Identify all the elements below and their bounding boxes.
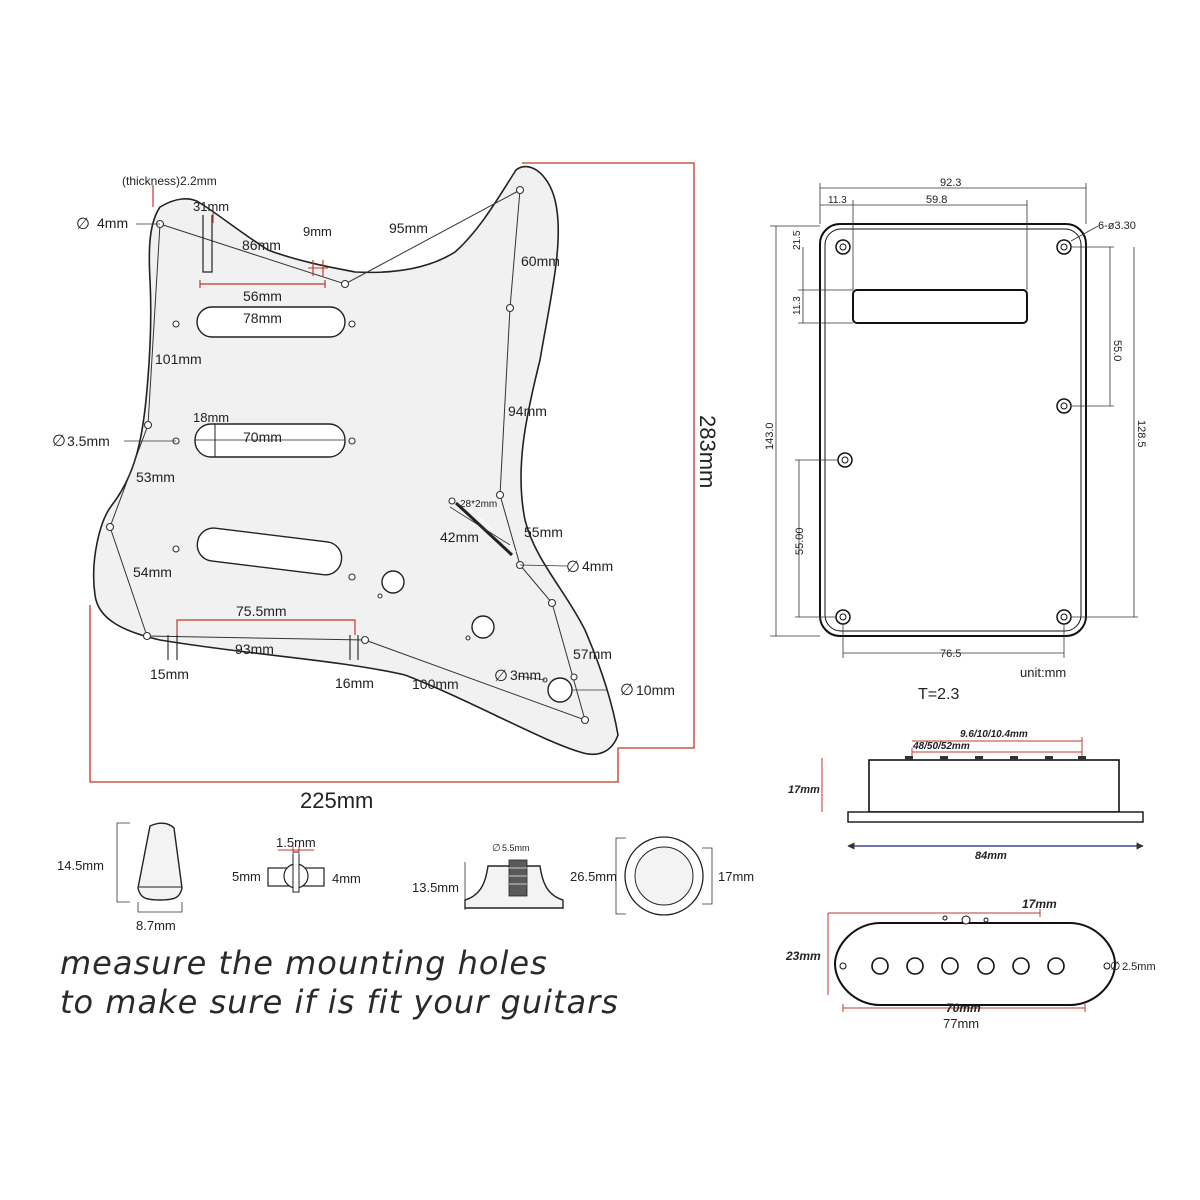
thickness-t-label: T=2.3	[918, 686, 959, 703]
len-94mm-label: 94mm	[508, 403, 547, 419]
len-55mm-label: 55mm	[524, 524, 563, 540]
len-57mm-label: 57mm	[573, 646, 612, 662]
shaft-right-label: 4mm	[332, 871, 361, 886]
slot-31mm-label: 31mm	[193, 199, 229, 214]
switch-shaft-drawing: 1.5mm 5mm 4mm	[232, 835, 361, 893]
diameter-symbol: ∅	[76, 216, 90, 233]
jack-hole	[547, 677, 573, 703]
backplate-inner	[824, 228, 1082, 632]
pickup-slot-bridge	[196, 527, 343, 576]
gap-9mm-label: 9mm	[303, 224, 332, 239]
diameter-symbol: ∅	[566, 559, 580, 576]
backplate-left-spacing-label: 55.00	[794, 527, 806, 555]
pickguard-width-label: 225mm	[300, 788, 373, 813]
caption-line-2: to make sure if is fit your guitars	[60, 983, 619, 1021]
knob-side-drawing: ∅ 5.5mm 13.5mm	[412, 843, 564, 910]
shaft-left-label: 5mm	[232, 869, 261, 884]
caption-line-1: measure the mounting holes	[60, 944, 548, 982]
pickup-70mm-label: 70mm	[243, 429, 282, 445]
knob-top-inner	[634, 846, 694, 906]
pickup-78mm-label: 78mm	[243, 310, 282, 326]
len-53mm-label: 53mm	[136, 469, 175, 485]
pole-pieces	[871, 957, 1065, 975]
pickup-base-side	[847, 811, 1144, 823]
top-slot	[202, 215, 213, 273]
backplate-right-spacing-label: 55.0	[1111, 340, 1123, 361]
diameter-symbol: ∅	[492, 843, 501, 854]
backplate-right-total-label: 128.5	[1135, 420, 1147, 448]
pickup-cover-outer-length-label: 77mm	[943, 1016, 979, 1031]
backplate-top-margin-label: 21.5	[792, 230, 803, 250]
diameter-symbol: ∅	[1110, 959, 1120, 973]
len-16mm-label: 16mm	[335, 675, 374, 691]
pot-hole-2	[471, 615, 495, 639]
knob-shaft-hatch	[508, 859, 528, 897]
backplate-slot-height-label: 11.3	[792, 296, 803, 315]
pickup-cover-outline	[833, 922, 1117, 1006]
len-54mm-label: 54mm	[133, 564, 172, 580]
diameter-symbol: ∅	[620, 682, 634, 699]
pickup-slot-middle	[194, 423, 346, 458]
pickup-slot-neck	[196, 306, 346, 338]
pickup-body-side	[868, 759, 1120, 813]
pickup-pole-spacing-label: 48/50/52mm	[912, 741, 970, 752]
pickup-side-height-label: 17mm	[788, 784, 820, 796]
backplate-holes	[835, 239, 1072, 625]
len-60mm-label: 60mm	[521, 253, 560, 269]
backplate-width-label: 92.3	[940, 177, 961, 189]
hole-4mm-right-label: 4mm	[582, 558, 613, 574]
len-93mm-label: 93mm	[235, 641, 274, 657]
pickup-cover-width-label: 17mm	[1022, 897, 1057, 911]
backplate-bottom-width-label: 76.5	[940, 648, 961, 660]
len-56mm-label: 56mm	[243, 288, 282, 304]
pickup-side-length-label: 84mm	[975, 850, 1007, 862]
diameter-symbol: ∅	[52, 433, 66, 450]
len-42mm-label: 42mm	[440, 529, 479, 545]
pickup-cover-inner-length-label: 70mm	[946, 1001, 981, 1015]
hole-10mm-label: 10mm	[636, 682, 675, 698]
backplate-inset-label: 11.3	[828, 195, 847, 206]
pot-hole-1	[381, 570, 405, 594]
len-100mm-label: 100mm	[412, 676, 459, 692]
pickup-spacing-label: 9.6/10/10.4mm	[960, 729, 1028, 740]
backplate-outer	[819, 223, 1087, 637]
pickguard-drawing: (thickness)2.2mm ∅ 4mm 31mm 86mm 9mm 95m…	[52, 162, 720, 813]
pickguard-dimension-frame	[89, 162, 695, 783]
knob-diameter-label: 26.5mm	[570, 869, 617, 884]
shaft-top-label: 1.5mm	[276, 835, 316, 850]
backplate-holes-label: 6-ø3.30	[1098, 220, 1136, 232]
len-75-5mm-label: 75.5mm	[236, 603, 287, 619]
len-15mm-label: 15mm	[150, 666, 189, 682]
pickup-side-drawing: 9.6/10/10.4mm 48/50/52mm 17mm 84mm	[788, 729, 1144, 862]
knob-top-label: 17mm	[718, 869, 754, 884]
backplate-height-label: 143.0	[764, 422, 776, 450]
len-86mm-label: 86mm	[242, 237, 281, 253]
backplate-drawing: 92.3 11.3 59.8 6-ø3.30 21.5 11.3 55.0 14…	[764, 177, 1147, 703]
hole-3mm-label: 3mm	[510, 667, 541, 683]
unit-label: unit:mm	[1020, 665, 1066, 680]
diameter-symbol: ∅	[494, 668, 508, 685]
tip-width-label: 8.7mm	[136, 918, 176, 933]
switch-tip-outline	[137, 822, 183, 901]
switch-tip-drawing: 14.5mm 8.7mm	[57, 822, 183, 933]
slot-18mm-label: 18mm	[193, 410, 229, 425]
pickup-cover-hole-label: 2.5mm	[1122, 961, 1156, 973]
backplate-slot	[852, 289, 1028, 324]
len-95mm-label: 95mm	[389, 220, 428, 236]
knob-hole-label: 5.5mm	[502, 843, 530, 853]
knob-top-drawing: 26.5mm 17mm	[570, 836, 754, 916]
pickup-cover-drawing: 17mm 23mm ∅ 2.5mm 70mm 77mm	[785, 897, 1156, 1031]
knob-height-label: 13.5mm	[412, 880, 459, 895]
slot-28x2mm-label: 28*2mm	[460, 499, 497, 510]
tip-height-label: 14.5mm	[57, 858, 104, 873]
hole-3-5mm-label: 3.5mm	[67, 433, 110, 449]
pickup-cover-height-label: 23mm	[785, 949, 821, 963]
hole-4mm-top-label: 4mm	[97, 215, 128, 231]
backplate-slot-width-label: 59.8	[926, 194, 947, 206]
pickguard-height-label: 283mm	[695, 415, 720, 488]
thickness-label: (thickness)2.2mm	[122, 174, 217, 188]
len-101mm-label: 101mm	[155, 351, 202, 367]
